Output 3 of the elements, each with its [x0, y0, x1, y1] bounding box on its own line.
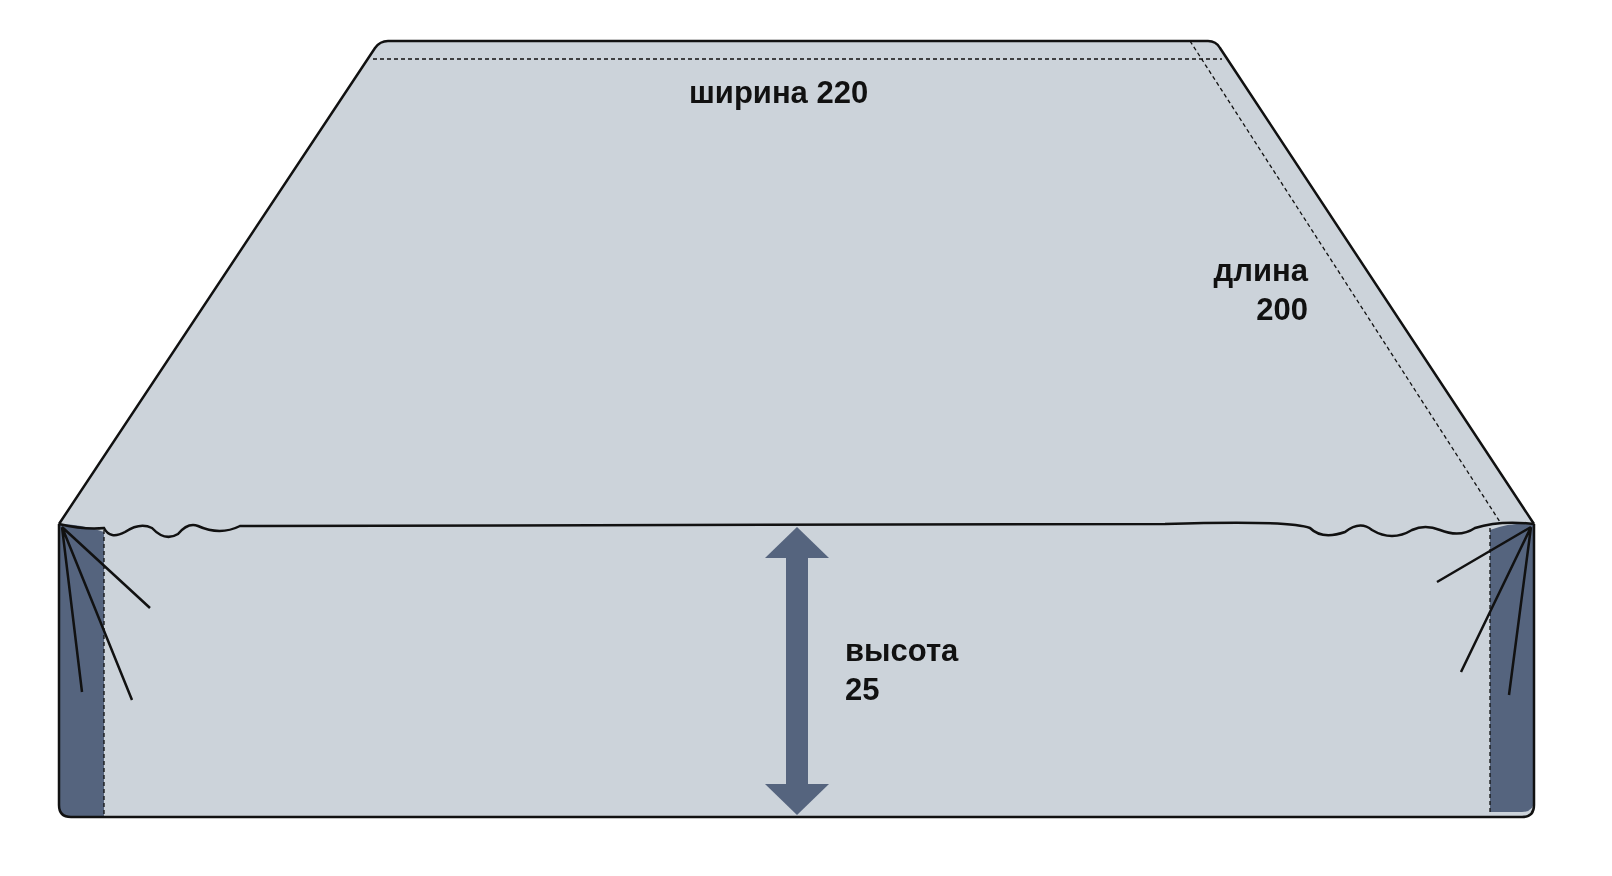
- dimension-label: высота 25: [845, 632, 960, 709]
- dimension-label: длина 200: [1212, 252, 1308, 329]
- dimension-label: ширина 220: [689, 74, 869, 112]
